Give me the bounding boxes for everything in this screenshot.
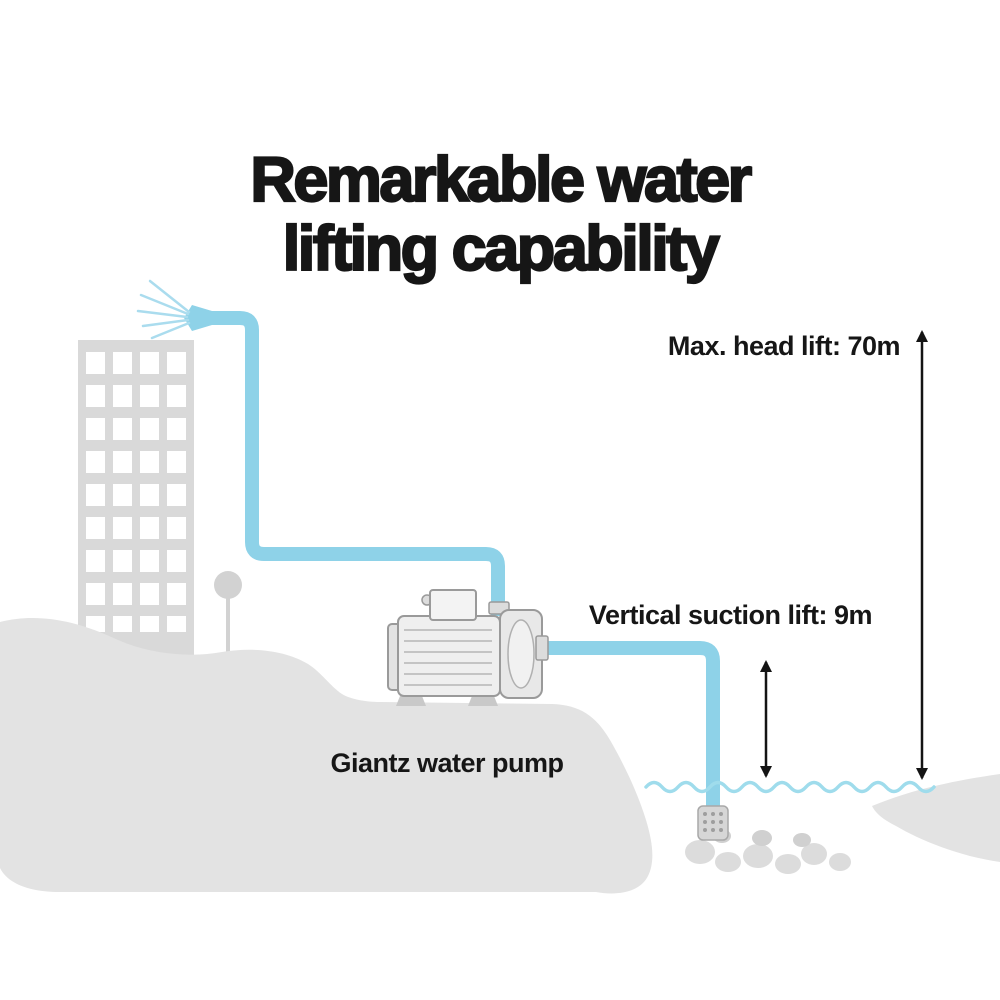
max-head-lift-label: Max. head lift: 70m: [667, 331, 901, 361]
pump-label: Giantz water pump: [330, 748, 564, 778]
right-shore: [872, 774, 1000, 862]
tree-silhouette: [214, 571, 242, 654]
page-title: Remarkable water lifting capability: [0, 144, 1000, 285]
terrain: [0, 618, 653, 894]
water-surface: [644, 780, 936, 794]
strainer: [697, 805, 729, 841]
title-line-1: Remarkable water: [249, 144, 753, 216]
suction-lift-label: Vertical suction lift: 9m: [588, 600, 873, 630]
title-line-2: lifting capability: [282, 213, 721, 285]
spray-nozzle-icon: [136, 279, 212, 340]
suction-pipe: [538, 641, 720, 806]
delivery-pipe: [198, 311, 505, 616]
water-pump: [387, 589, 549, 706]
building-silhouette: [78, 340, 198, 662]
